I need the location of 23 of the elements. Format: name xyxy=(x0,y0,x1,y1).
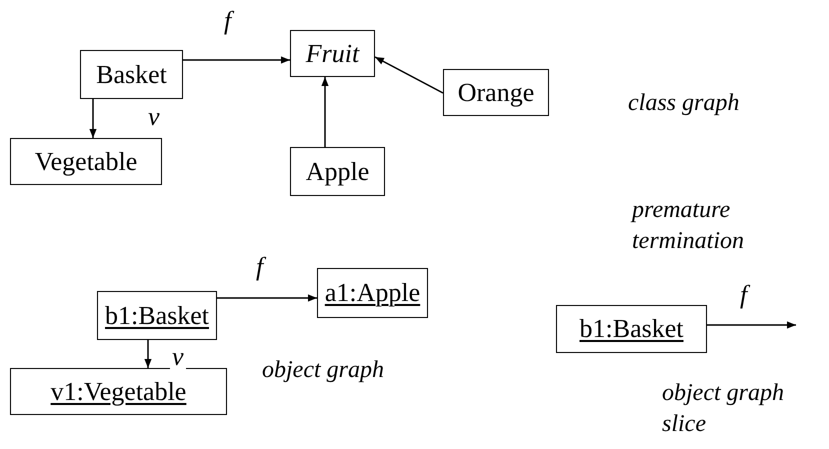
arrow xyxy=(217,294,317,302)
caption-note: class graph xyxy=(628,89,740,118)
class-box: Apple xyxy=(290,147,385,196)
arrow xyxy=(321,77,329,147)
edge-label: f xyxy=(738,282,750,308)
caption-note: object graph slice xyxy=(662,379,785,440)
caption-note: object graph xyxy=(262,356,385,385)
arrow xyxy=(374,56,444,94)
edge-label: f xyxy=(254,254,266,280)
arrow xyxy=(183,56,290,64)
object-box: a1:Apple xyxy=(317,268,428,318)
class-box: Orange xyxy=(443,69,549,116)
edge-label: f xyxy=(222,8,234,34)
class-box: Basket xyxy=(80,50,183,99)
arrow xyxy=(144,340,152,368)
arrow xyxy=(707,321,796,329)
caption-note: premature termination xyxy=(632,196,745,256)
class-box: Fruit xyxy=(290,30,375,77)
arrow xyxy=(89,99,97,138)
object-box: b1:Basket xyxy=(556,305,707,353)
object-box: v1:Vegetable xyxy=(10,368,227,415)
object-box: b1:Basket xyxy=(97,291,217,340)
class-box: Vegetable xyxy=(10,138,162,185)
